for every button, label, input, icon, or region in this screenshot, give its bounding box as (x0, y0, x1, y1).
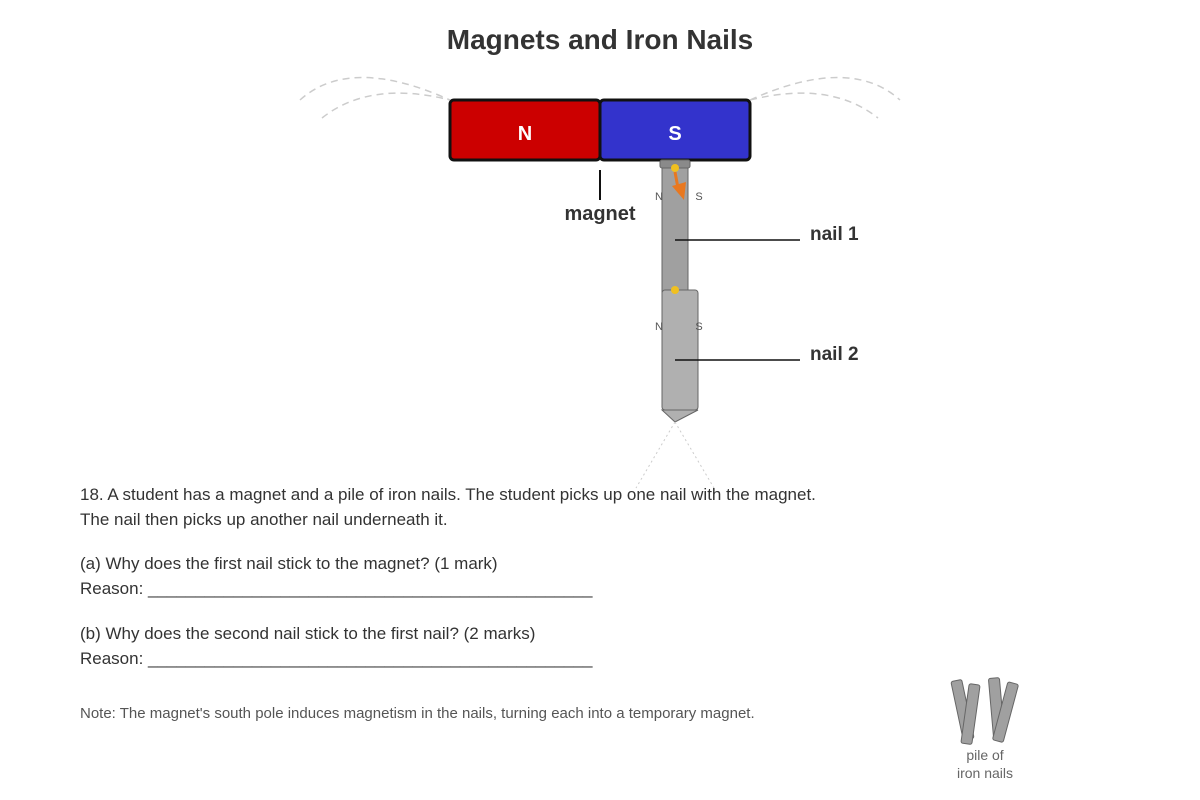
nail-2-north-label: N (655, 321, 663, 333)
nail-2-label: nail 2 (810, 344, 859, 365)
pile-caption-line-2: iron nails (956, 765, 1014, 781)
nail-2-south-label: S (695, 321, 702, 333)
field-lines (299, 76, 901, 119)
nail-2-shaft (661, 289, 699, 411)
magnet-north-label: N (518, 123, 532, 145)
magnet-south-label: S (668, 123, 681, 145)
nail-2-tip (660, 409, 699, 423)
pile-caption: pile of iron nails (935, 746, 1035, 782)
nail-field-line-right (674, 421, 715, 489)
nail-1-north-label: N (655, 191, 663, 203)
part-b-answer-line: Reason: ________________________________… (80, 649, 593, 668)
nail-pile (950, 677, 1019, 745)
field-line-right-inner (749, 92, 879, 119)
nail-1-label: nail 1 (810, 224, 859, 245)
page-title: Magnets and Iron Nails (446, 24, 754, 55)
footnote: Note: The magnet's south pole induces ma… (80, 705, 755, 722)
pile-nail-2 (960, 683, 981, 745)
nail-2-contact-dot (671, 286, 679, 294)
induction-arrow (672, 171, 686, 200)
part-b-prompt: (b) Why does the second nail stick to th… (80, 624, 536, 643)
part-a-answer-line: Reason: ________________________________… (80, 579, 593, 598)
bar-magnet: N S (448, 98, 752, 162)
nail-2: N S (655, 286, 703, 423)
field-line-left-inner (321, 92, 451, 119)
question-intro: 18. A student has a magnet and a pile of… (80, 485, 816, 529)
magnet-label: magnet (564, 203, 635, 225)
question-part-a: (a) Why does the first nail stick to the… (80, 551, 820, 601)
nail-1-south-label: S (695, 191, 702, 203)
nail-field-lines (635, 421, 715, 489)
field-line-left-outer (299, 76, 451, 101)
part-a-prompt: (a) Why does the first nail stick to the… (80, 554, 498, 573)
induction-arrow-head (672, 182, 686, 200)
pile-nail-4 (992, 681, 1019, 743)
nail-1-contact-dot (671, 164, 679, 172)
pile-caption-line-1: pile of (966, 747, 1004, 763)
nail-field-line-left (635, 421, 676, 489)
question-part-b: (b) Why does the second nail stick to th… (80, 621, 820, 671)
nail-1: N S (655, 159, 703, 295)
field-line-right-outer (749, 76, 901, 101)
